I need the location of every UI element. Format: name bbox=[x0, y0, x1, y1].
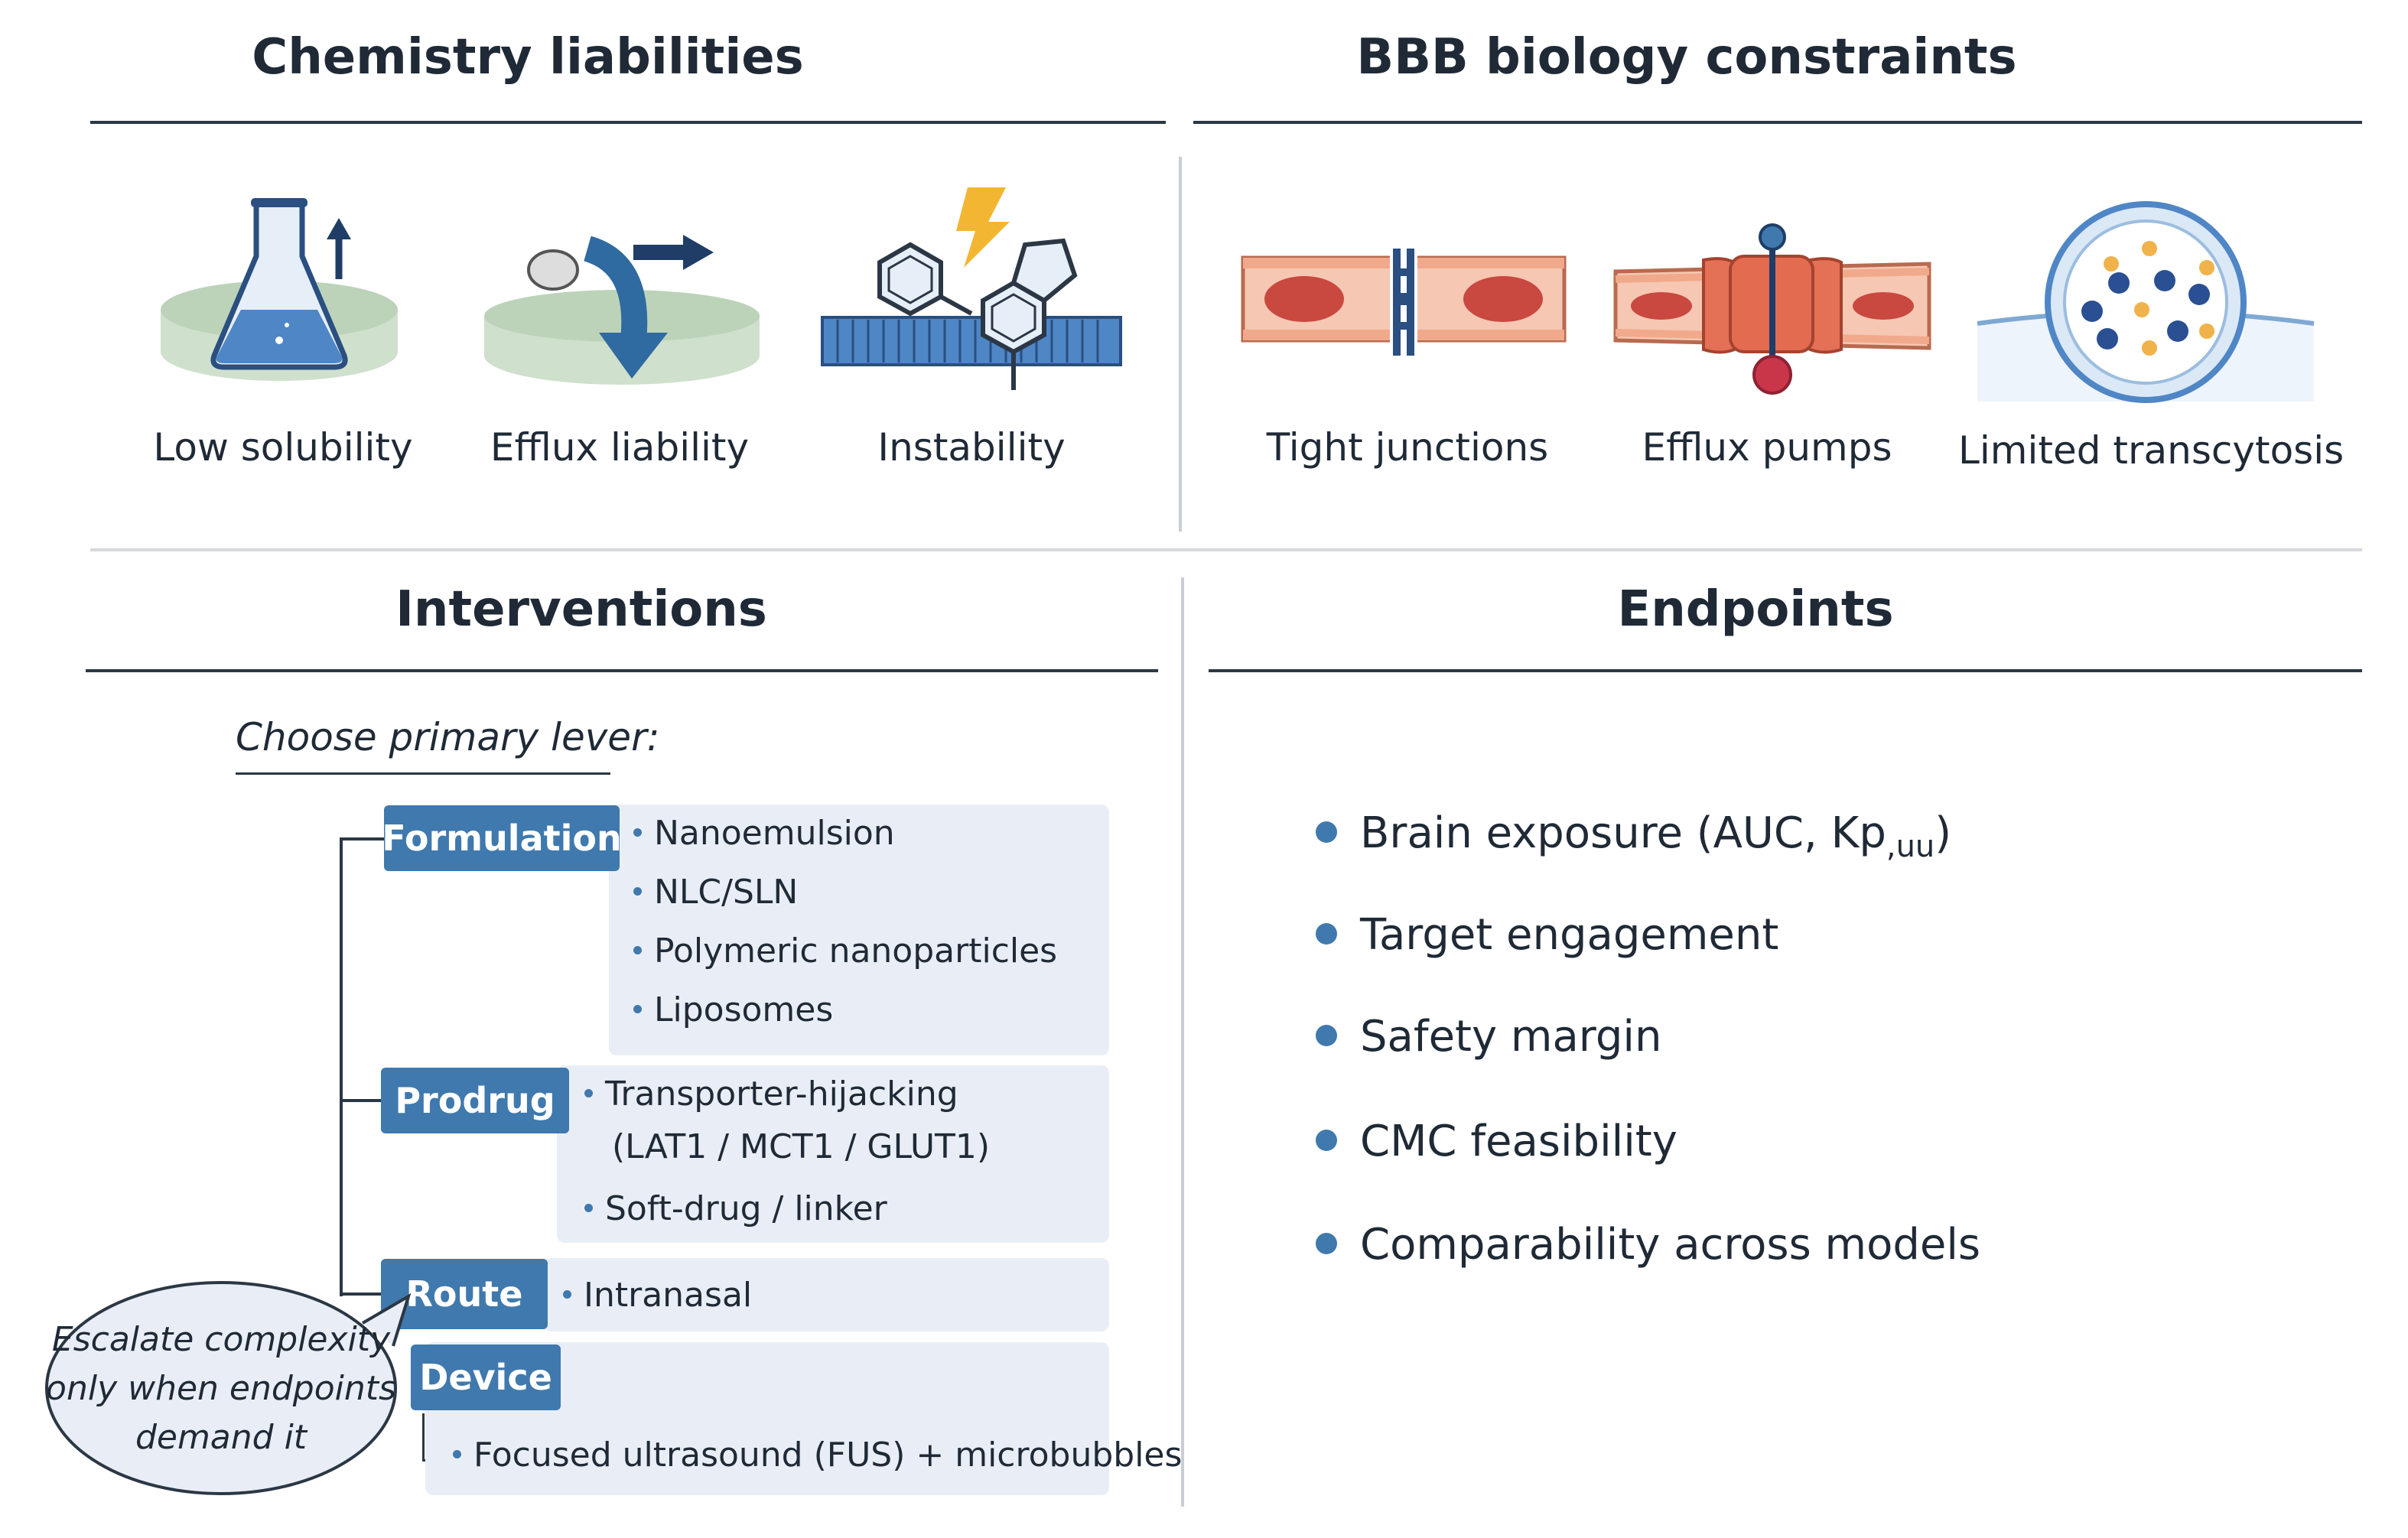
efflux-arrow-icon bbox=[484, 235, 760, 385]
kp-subscript: ,uu bbox=[1886, 829, 1935, 865]
endpoint-item: Comparability across models bbox=[1316, 1220, 1980, 1270]
chemistry-title: Chemistry liabilities bbox=[252, 29, 804, 86]
tree-branch-route bbox=[340, 1293, 382, 1296]
list-item: Nanoemulsion bbox=[633, 814, 895, 853]
bbb-divider bbox=[1193, 121, 2362, 124]
list-item: Soft-drug / linker bbox=[584, 1189, 887, 1228]
efflux-pump-icon bbox=[1613, 223, 1931, 395]
bullet-dot bbox=[633, 886, 642, 896]
molecule-lightning-icon bbox=[821, 187, 1122, 390]
bullet-dot bbox=[633, 945, 642, 954]
bullet-dot bbox=[1316, 1024, 1337, 1046]
formulation-panel bbox=[609, 805, 1109, 1055]
interventions-divider bbox=[86, 669, 1158, 672]
chemistry-divider bbox=[90, 121, 1166, 124]
top-vertical-divider bbox=[1179, 157, 1182, 532]
middle-divider bbox=[90, 548, 2362, 551]
bullet-dot bbox=[584, 1203, 593, 1212]
callout-bubble bbox=[45, 1281, 412, 1495]
list-item: Intranasal bbox=[563, 1276, 752, 1315]
endpoint-item: Target engagement bbox=[1316, 910, 1778, 960]
caption-efflux-pumps: Efflux pumps bbox=[1642, 425, 1892, 470]
route-tag: Route bbox=[381, 1259, 548, 1329]
list-item: Focused ultrasound (FUS) + microbubbles bbox=[453, 1436, 1182, 1475]
device-tag: Device bbox=[411, 1345, 561, 1410]
bullet-dot bbox=[633, 828, 642, 837]
tight-junction-icon bbox=[1241, 249, 1567, 356]
bullet-dot bbox=[1316, 1232, 1337, 1254]
endpoints-title: Endpoints bbox=[1617, 581, 1894, 638]
list-item-continuation: (LAT1 / MCT1 / GLUT1) bbox=[612, 1127, 991, 1166]
tree-trunk bbox=[340, 837, 343, 1296]
interventions-title: Interventions bbox=[395, 581, 767, 638]
list-item: Liposomes bbox=[633, 990, 833, 1029]
caption-efflux-liability: Efflux liability bbox=[490, 425, 750, 470]
caption-limited-transcytosis: Limited transcytosis bbox=[1958, 428, 2345, 473]
caption-tight-junctions: Tight junctions bbox=[1266, 425, 1549, 470]
endpoint-item: CMC feasibility bbox=[1316, 1117, 1677, 1166]
lever-prompt: Choose primary lever: bbox=[236, 715, 660, 759]
caption-instability: Instability bbox=[877, 425, 1066, 470]
tree-branch-prodrug bbox=[340, 1099, 382, 1102]
bullet-dot bbox=[1316, 821, 1337, 843]
prodrug-tag: Prodrug bbox=[381, 1068, 569, 1133]
callout-line-1: Escalate complexity bbox=[51, 1320, 391, 1359]
bottom-vertical-divider bbox=[1181, 577, 1184, 1507]
tree-branch-formulation bbox=[340, 837, 386, 841]
lever-prompt-underline bbox=[236, 772, 610, 775]
tree-branch-device-v bbox=[422, 1413, 425, 1461]
bbb-title: BBB biology constraints bbox=[1356, 29, 2017, 86]
bullet-dot bbox=[453, 1449, 461, 1458]
bullet-dot bbox=[1316, 1129, 1337, 1151]
prodrug-panel bbox=[557, 1065, 1109, 1243]
bullet-dot bbox=[633, 1004, 642, 1013]
callout-line-3: demand it bbox=[135, 1418, 308, 1457]
endpoint-item: Safety margin bbox=[1316, 1012, 1661, 1062]
flask-icon bbox=[161, 198, 398, 381]
endpoints-divider bbox=[1209, 669, 2362, 672]
list-item: NLC/SLN bbox=[633, 873, 798, 912]
formulation-tag: Formulation bbox=[382, 805, 622, 871]
bullet-dot bbox=[1316, 922, 1337, 945]
route-panel bbox=[543, 1258, 1109, 1332]
endpoint-item: Brain exposure (AUC, Kp,uu) bbox=[1316, 808, 1951, 864]
caption-low-solubility: Low solubility bbox=[153, 425, 413, 470]
vesicle-icon bbox=[1977, 201, 2315, 403]
bullet-dot bbox=[563, 1289, 571, 1299]
bullet-dot bbox=[584, 1088, 593, 1097]
list-item: Transporter-hijacking bbox=[584, 1075, 958, 1114]
list-item: Polymeric nanoparticles bbox=[633, 932, 1057, 971]
callout-line-2: only when endpoints bbox=[46, 1369, 396, 1408]
